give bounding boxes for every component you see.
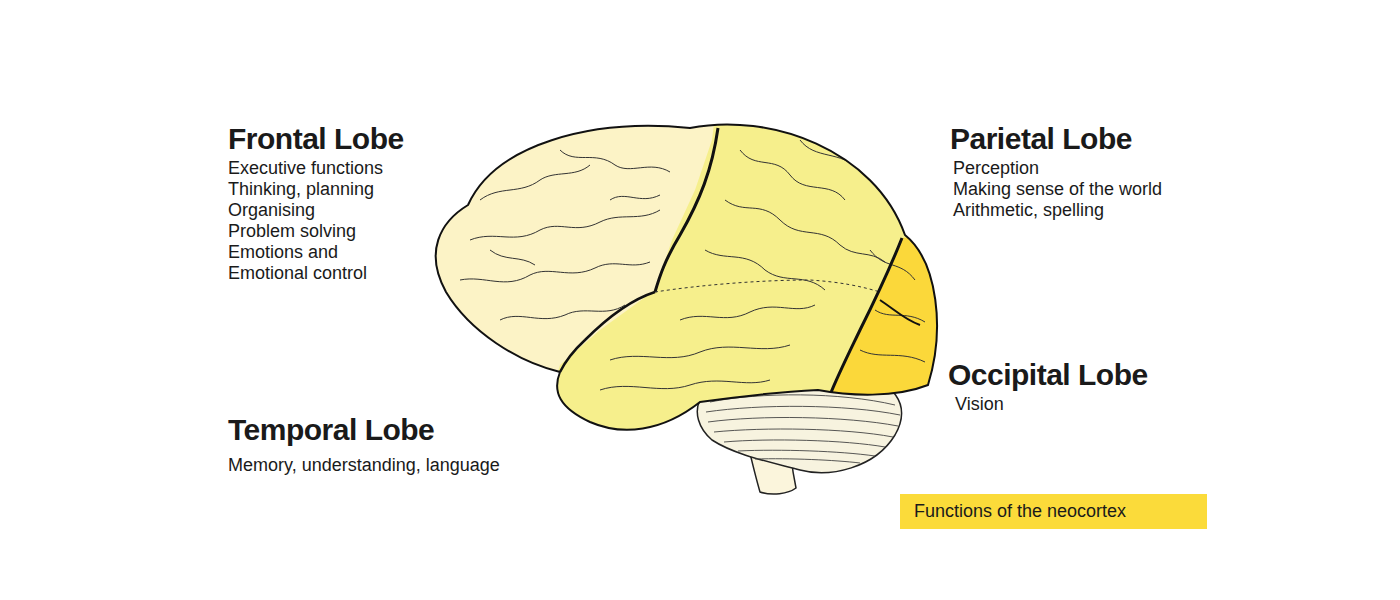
function-item: Perception bbox=[953, 158, 1039, 179]
function-item: Organising bbox=[228, 200, 315, 221]
gyri bbox=[460, 140, 925, 390]
lobe-name: Temporal Lobe bbox=[228, 413, 434, 446]
function-item: Emotions and Emotional control bbox=[228, 242, 398, 284]
lobe-name: Parietal Lobe bbox=[950, 122, 1132, 155]
function-item: Making sense of the world bbox=[953, 179, 1162, 200]
legend-text: Functions of the neocortex bbox=[914, 501, 1126, 522]
cerebrum-outline bbox=[436, 124, 937, 429]
function-item: Vision bbox=[955, 394, 1004, 415]
function-item: Executive functions bbox=[228, 158, 383, 179]
function-item: Thinking, planning bbox=[228, 179, 374, 200]
lobe-name: Frontal Lobe bbox=[228, 122, 404, 155]
function-item: Memory, understanding, language bbox=[228, 455, 500, 476]
function-item: Arithmetic, spelling bbox=[953, 200, 1104, 221]
legend-swatch: Functions of the neocortex bbox=[900, 494, 1207, 529]
function-item: Problem solving bbox=[228, 221, 356, 242]
lobe-name: Occipital Lobe bbox=[948, 358, 1148, 391]
